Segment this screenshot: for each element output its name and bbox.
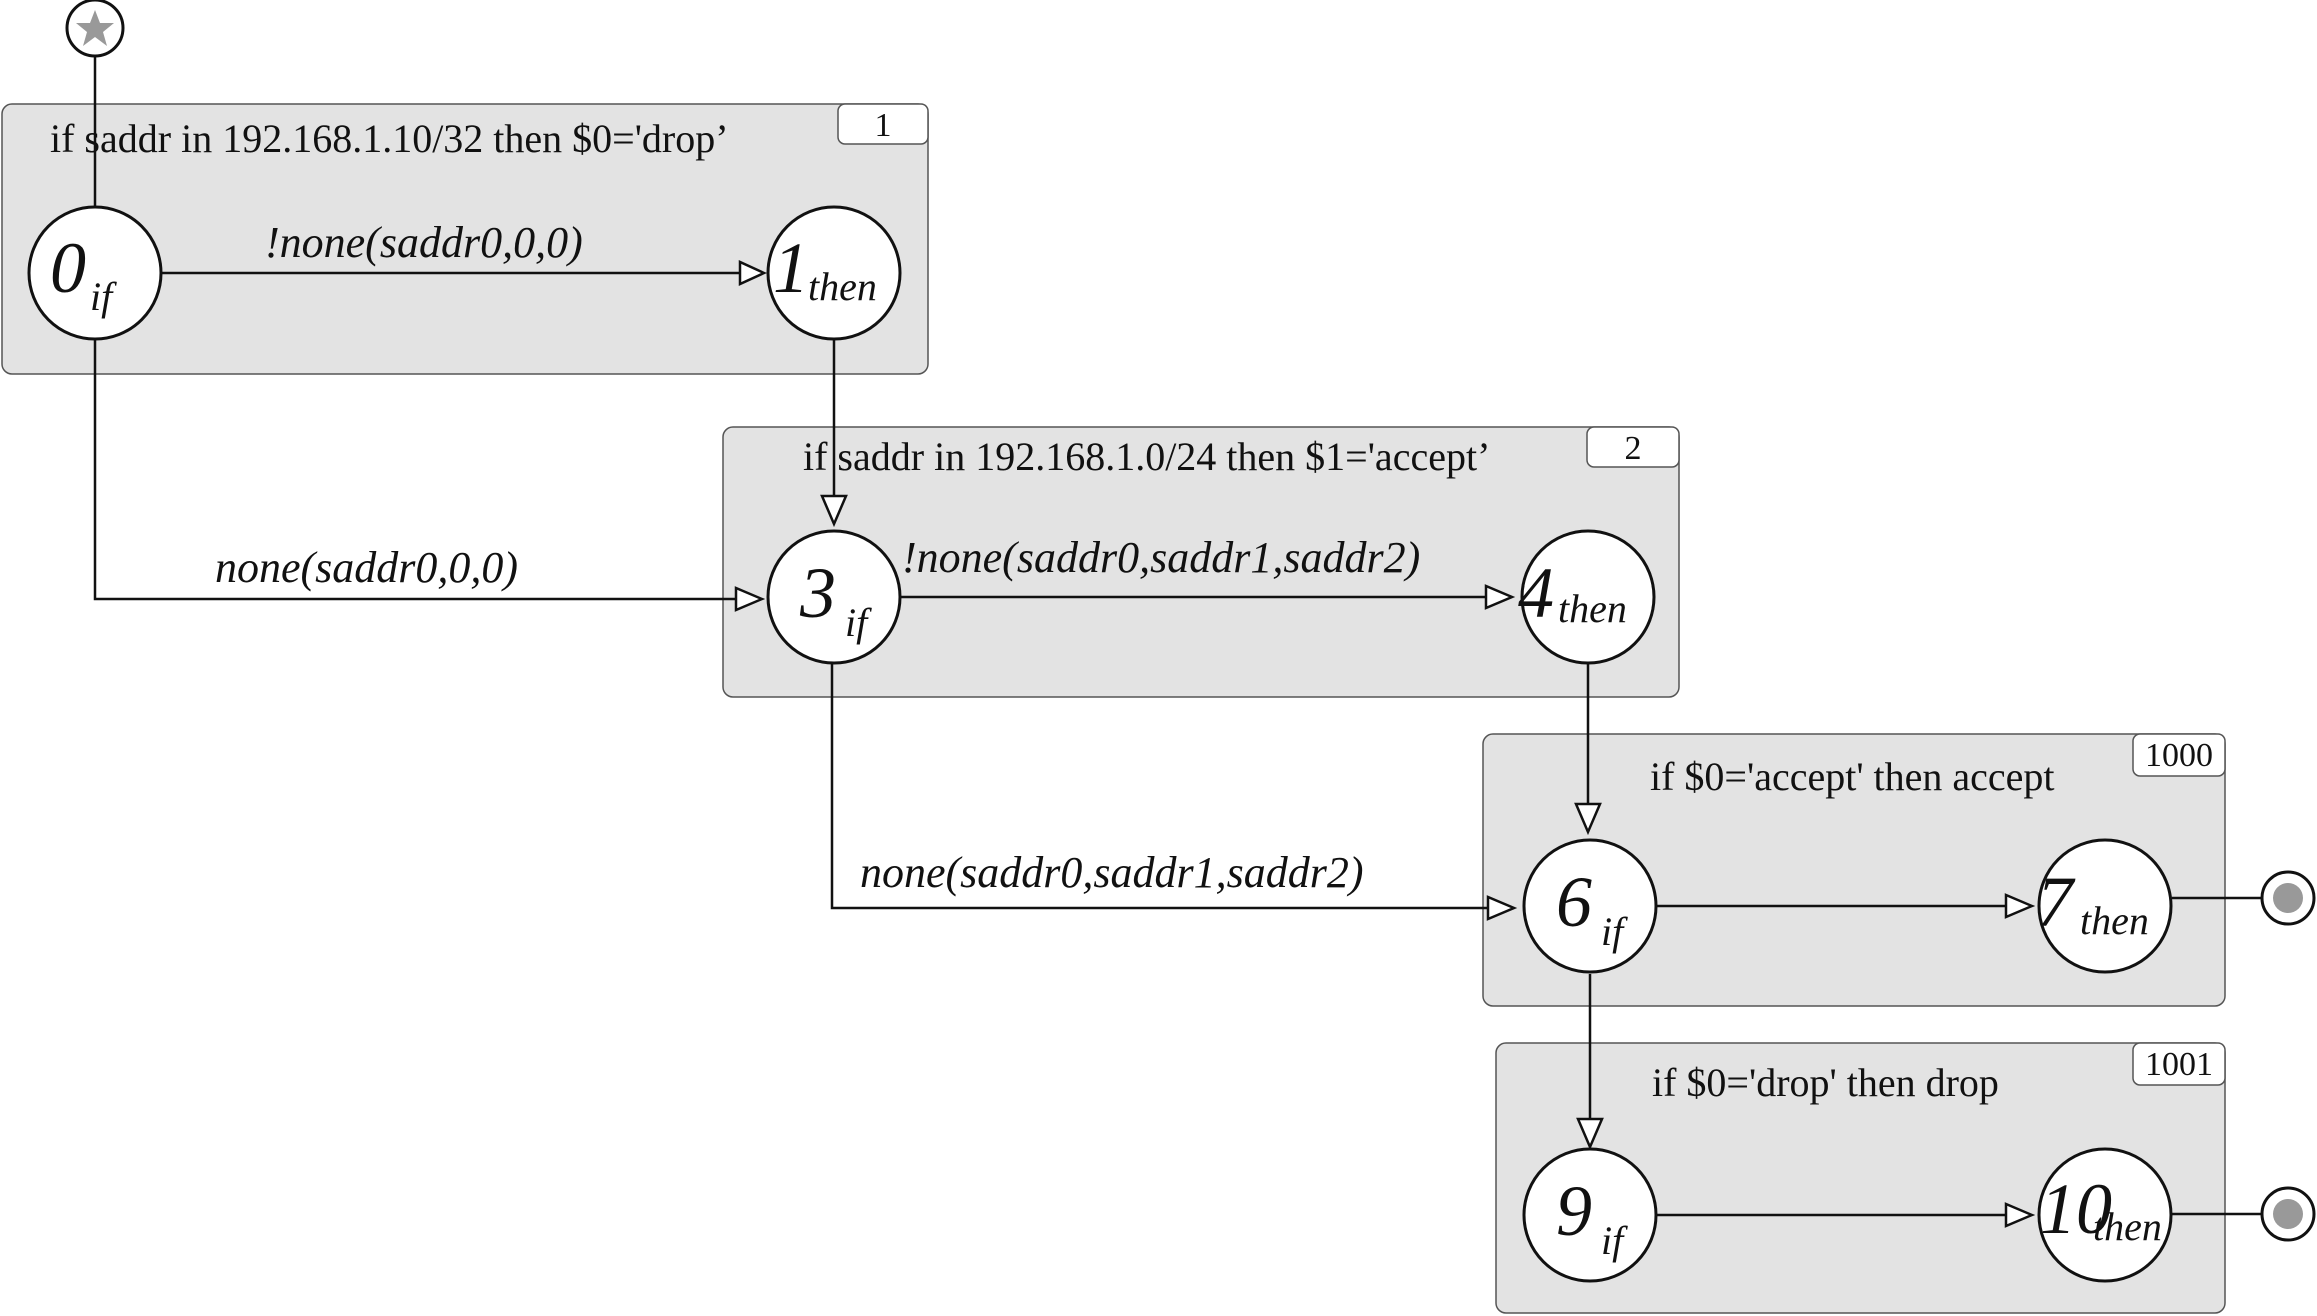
group-title: if $0='accept' then accept: [1650, 754, 2055, 799]
node-number: 1: [773, 228, 809, 308]
group-title: if saddr in 192.168.1.0/24 then $1='acce…: [803, 434, 1490, 479]
node-number: 10: [2040, 1169, 2112, 1249]
group-rule-1: if saddr in 192.168.1.10/32 then $0='dro…: [1, 103, 929, 375]
edge-label: !none(saddr0,0,0): [265, 218, 583, 267]
node-number: 7: [2037, 862, 2076, 942]
arrowhead: [2004, 1202, 2036, 1228]
arrowhead: [734, 586, 766, 612]
group-number: 1: [875, 107, 892, 144]
state-node-7: 7 then: [2037, 838, 2173, 974]
state-node-3: 3 if: [766, 529, 902, 665]
start-marker: [65, 0, 125, 58]
state-node-0: 0 if: [27, 205, 163, 341]
group-number: 1001: [2145, 1046, 2213, 1083]
state-node-10: 10 then: [2037, 1147, 2173, 1283]
node-number: 0: [50, 228, 86, 308]
final-state-icon: [2273, 1199, 2303, 1229]
state-node-6: 6 if: [1522, 838, 1658, 974]
edge-label: none(saddr0,saddr1,saddr2): [860, 848, 1364, 897]
group-title: if saddr in 192.168.1.10/32 then $0='dro…: [50, 116, 729, 161]
final-state-icon: [2273, 883, 2303, 913]
state-node-1: 1 then: [766, 205, 902, 341]
state-node-4: 4 then: [1518, 529, 1656, 665]
arrowhead: [1486, 895, 1518, 921]
node-number: 4: [1518, 553, 1554, 633]
edge-label: !none(saddr0,saddr1,saddr2): [902, 533, 1420, 582]
group-rule-1000: if $0='accept' then accept 1000: [1482, 733, 2226, 1007]
final-state-marker: [2260, 1186, 2316, 1242]
star-icon: [76, 10, 114, 46]
group-number: 1000: [2145, 737, 2213, 774]
edge-0-3: [93, 334, 738, 601]
final-state-marker: [2260, 870, 2316, 926]
edge-label: none(saddr0,0,0): [215, 543, 518, 592]
group-rule-1001: if $0='drop' then drop 1001: [1495, 1042, 2226, 1314]
arrowhead: [820, 494, 848, 528]
state-node-9: 9 if: [1522, 1147, 1658, 1283]
node-number: 6: [1556, 862, 1592, 942]
node-subscript: then: [808, 264, 877, 309]
arrowhead: [738, 260, 768, 286]
edge-3-6: [830, 664, 1490, 910]
node-number: 3: [799, 553, 836, 633]
arrowhead: [1574, 802, 1602, 836]
arrowhead: [1484, 584, 1516, 610]
arrowhead: [2004, 893, 2036, 919]
arrowhead: [1576, 1117, 1604, 1151]
node-subscript: then: [1558, 586, 1627, 631]
node-subscript: then: [2080, 898, 2149, 943]
node-number: 9: [1556, 1171, 1592, 1251]
group-number: 2: [1625, 430, 1642, 467]
group-rule-2: if saddr in 192.168.1.0/24 then $1='acce…: [722, 426, 1680, 698]
node-subscript: then: [2093, 1204, 2162, 1249]
group-title: if $0='drop' then drop: [1652, 1060, 1999, 1105]
